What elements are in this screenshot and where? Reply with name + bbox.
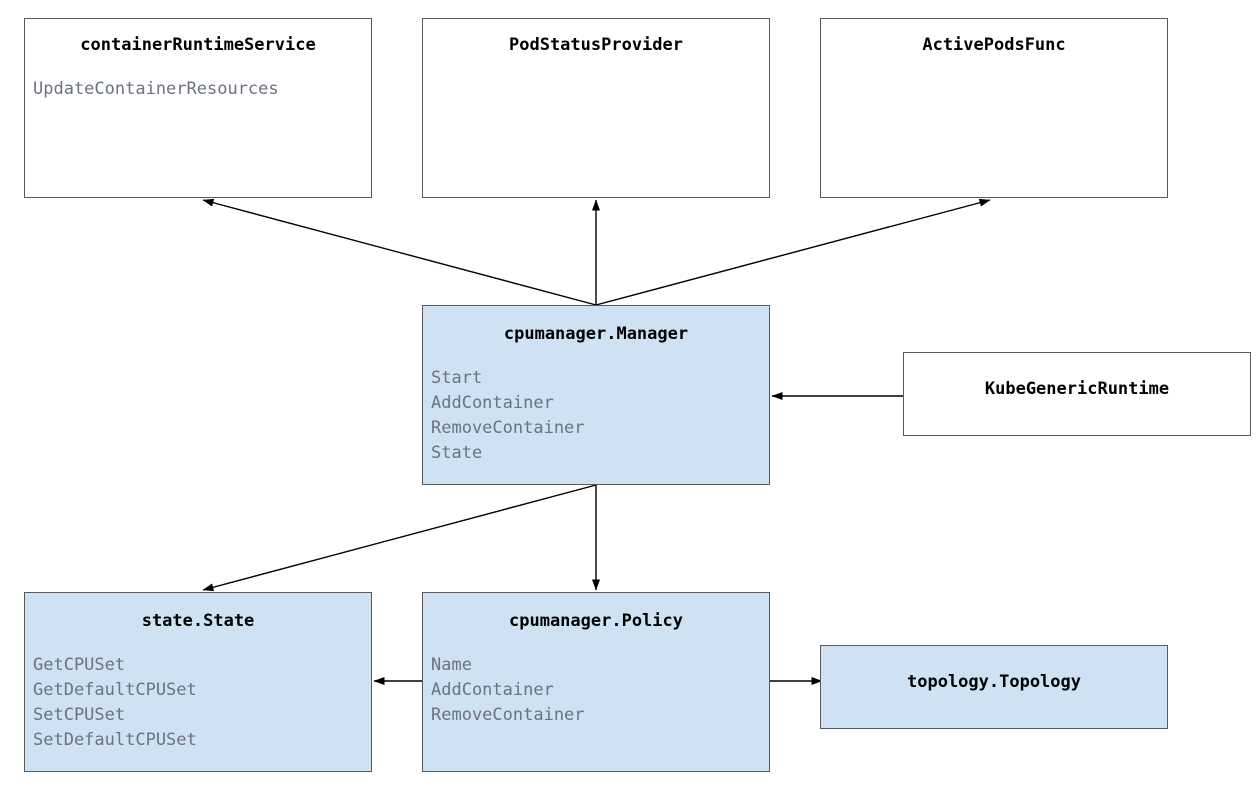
member-item: State	[431, 443, 483, 463]
node-state-state[interactable]: state.State GetCPUSet GetDefaultCPUSet S…	[24, 592, 372, 772]
member-item: AddContainer	[431, 680, 554, 700]
node-members: Start AddContainer RemoveContainer State	[431, 366, 769, 466]
node-kube-generic-runtime[interactable]: KubeGenericRuntime	[903, 352, 1251, 436]
member-item: UpdateContainerResources	[33, 79, 279, 99]
node-active-pods-func[interactable]: ActivePodsFunc	[820, 18, 1168, 198]
edge-manager-to-activepodsfunc	[595, 198, 991, 306]
member-item: GetDefaultCPUSet	[33, 680, 197, 700]
member-item: RemoveContainer	[431, 418, 585, 438]
node-title: KubeGenericRuntime	[984, 379, 1170, 399]
node-pod-status-provider[interactable]: PodStatusProvider	[422, 18, 770, 198]
node-cpumanager-manager[interactable]: cpumanager.Manager Start AddContainer Re…	[422, 305, 770, 485]
member-item: SetDefaultCPUSet	[33, 730, 197, 750]
member-item: SetCPUSet	[33, 705, 126, 725]
edge-manager-to-containerruntimeservice	[202, 198, 597, 306]
node-title: containerRuntimeService	[80, 35, 316, 55]
member-item: Start	[431, 368, 483, 388]
node-members: GetCPUSet GetDefaultCPUSet SetCPUSet Set…	[33, 653, 371, 753]
node-cpumanager-policy[interactable]: cpumanager.Policy Name AddContainer Remo…	[422, 592, 770, 772]
node-members: Name AddContainer RemoveContainer	[431, 653, 769, 728]
node-title: PodStatusProvider	[509, 35, 683, 55]
member-item: AddContainer	[431, 393, 554, 413]
edge-manager-to-state	[202, 484, 597, 592]
node-container-runtime-service[interactable]: containerRuntimeService UpdateContainerR…	[24, 18, 372, 198]
node-title: state.State	[141, 611, 255, 631]
node-title: cpumanager.Manager	[503, 324, 689, 344]
node-topology-topology[interactable]: topology.Topology	[820, 645, 1168, 729]
node-members: UpdateContainerResources	[33, 77, 371, 102]
node-title: cpumanager.Policy	[509, 611, 683, 631]
member-item: GetCPUSet	[33, 655, 126, 675]
member-item: Name	[431, 655, 472, 675]
node-title: ActivePodsFunc	[922, 35, 1066, 55]
node-title: topology.Topology	[907, 672, 1081, 692]
member-item: RemoveContainer	[431, 705, 585, 725]
